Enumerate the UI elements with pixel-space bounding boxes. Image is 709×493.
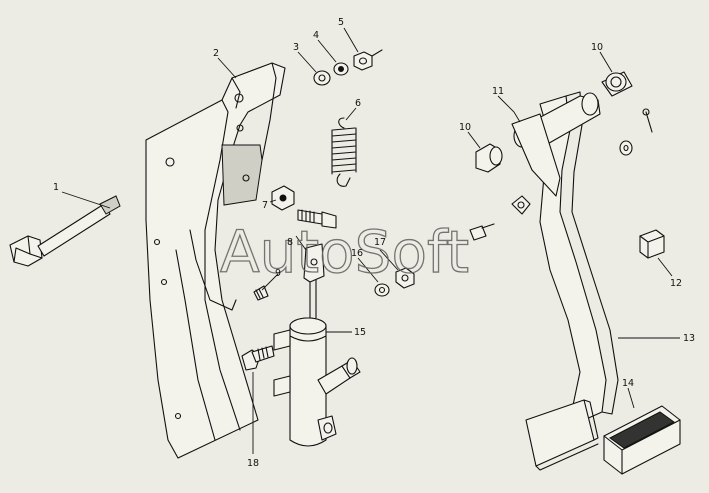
callout-15: 15 xyxy=(354,327,366,338)
callout-18: 18 xyxy=(247,458,259,469)
nut-7 xyxy=(271,185,295,211)
stop-rubber xyxy=(639,229,665,259)
nut-5 xyxy=(353,49,383,71)
bushing-11 xyxy=(511,113,561,197)
callout-10-top: 10 xyxy=(591,42,603,53)
bushing-10-top xyxy=(601,71,633,97)
callout-8: 8 xyxy=(287,237,293,248)
callout-2: 2 xyxy=(213,48,219,59)
callout-3: 3 xyxy=(293,42,299,53)
washer-small xyxy=(619,140,633,156)
pushrod-clevis xyxy=(303,243,325,319)
callout-5: 5 xyxy=(338,17,344,28)
bushing-10-left xyxy=(475,143,503,173)
leader-lines xyxy=(61,27,680,454)
clutch-master-cylinder xyxy=(273,317,361,447)
callout-13: 13 xyxy=(683,333,695,344)
adjust-screw xyxy=(297,209,337,229)
return-spring xyxy=(331,117,357,187)
callout-17: 17 xyxy=(374,237,386,248)
callout-16: 16 xyxy=(351,248,363,259)
washer-4 xyxy=(333,62,349,76)
clevis-pin-plate xyxy=(469,195,531,241)
callout-14: 14 xyxy=(622,378,634,389)
bolt-18 xyxy=(241,345,275,371)
callout-6: 6 xyxy=(355,98,361,109)
nut-17 xyxy=(395,267,415,289)
callout-11: 11 xyxy=(492,86,504,97)
washer-16 xyxy=(374,283,390,297)
split-pin xyxy=(642,108,653,133)
washer-3 xyxy=(313,70,331,86)
callout-1: 1 xyxy=(53,182,59,193)
screw-9 xyxy=(253,285,269,301)
pivot-bolt xyxy=(9,195,121,267)
watermark: AutoSoft xyxy=(220,218,469,286)
callout-4: 4 xyxy=(313,30,319,41)
callout-12: 12 xyxy=(670,278,682,289)
callout-9: 9 xyxy=(275,268,281,279)
callout-7: 7 xyxy=(262,200,268,211)
pedal-pad xyxy=(603,405,681,475)
pedal-bracket xyxy=(145,62,286,459)
callout-10-left: 10 xyxy=(459,122,471,133)
